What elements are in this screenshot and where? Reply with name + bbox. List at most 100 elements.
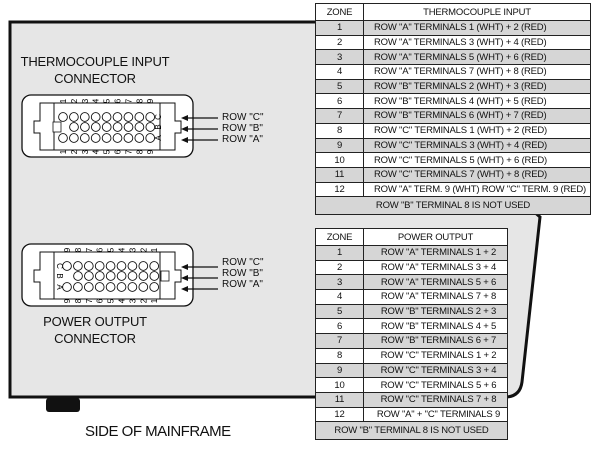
row-letter: B [55, 273, 64, 278]
pin-hole [101, 112, 112, 122]
mainframe-label: SIDE OF MAINFRAME [85, 423, 231, 440]
pin-number: 4 [92, 149, 101, 154]
arrowhead-icon [181, 126, 188, 132]
tc-row-c-label: ROW "C" [222, 112, 264, 123]
zone-cell: 4 [315, 289, 364, 305]
table-footer: ROW "B" TERMINAL 8 IS NOT USED [315, 421, 508, 441]
pin-hole [123, 112, 134, 122]
pin-number: 1 [59, 98, 68, 103]
column-header: ZONE [315, 228, 364, 246]
terminal-cell: ROW "A" TERMINALS 3 (WHT) + 4 (RED) [363, 34, 591, 51]
pin-number: 8 [74, 247, 83, 252]
zone-cell: 2 [315, 34, 364, 51]
pin-hole [134, 133, 145, 143]
terminal-cell: ROW "C" TERMINALS 3 + 4 [363, 362, 508, 379]
zone-cell: 11 [315, 391, 364, 408]
pin-number: 2 [139, 298, 148, 303]
pin-hole [94, 282, 105, 292]
title-line: POWER OUTPUT [43, 314, 147, 329]
key-slot [52, 121, 62, 133]
pin-number: 3 [128, 298, 137, 303]
pin-number: 3 [81, 149, 90, 154]
zone-cell: 5 [315, 303, 364, 320]
pin-hole [138, 282, 149, 292]
zone-cell: 10 [315, 377, 364, 393]
pin-number: 6 [114, 149, 123, 154]
zone-cell: 8 [315, 347, 364, 364]
pin-hole [105, 282, 116, 292]
pin-hole [90, 112, 101, 122]
pin-number: 8 [135, 98, 144, 103]
po-row-a-label: ROW "A" [222, 279, 263, 290]
pin-hole [90, 122, 101, 132]
thermocouple-connector-title: THERMOCOUPLE INPUT CONNECTOR [10, 53, 180, 87]
pin-hole [116, 271, 127, 281]
pin-number: 9 [63, 247, 72, 252]
pin-number: 3 [128, 247, 137, 252]
pin-hole [79, 133, 90, 143]
zone-cell: 7 [315, 108, 364, 124]
pin-hole [127, 282, 138, 292]
po-row-b-label: ROW "B" [222, 268, 263, 279]
pin-number: 6 [114, 98, 123, 103]
column-header: POWER OUTPUT [363, 228, 508, 246]
zone-cell: 3 [315, 274, 364, 291]
pin-hole [62, 261, 72, 271]
pin-number: 1 [150, 247, 159, 252]
terminal-cell: ROW "A" TERM. 9 (WHT) ROW "C" TERM. 9 (R… [363, 181, 591, 198]
pin-hole [62, 282, 72, 292]
pin-hole [116, 282, 127, 292]
pin-hole [105, 261, 116, 271]
terminal-cell: ROW "C" TERMINALS 1 (WHT) + 2 (RED) [363, 122, 591, 139]
arrowhead-icon [181, 275, 188, 281]
pin-number: 3 [81, 98, 90, 103]
terminal-cell: ROW "C" TERMINALS 3 (WHT) + 4 (RED) [363, 137, 591, 154]
zone-cell: 10 [315, 152, 364, 168]
row-letter: B [154, 124, 163, 129]
mainframe-foot [46, 398, 80, 412]
terminal-cell: ROW "A" TERMINALS 1 + 2 [363, 245, 508, 261]
pin-hole [145, 122, 156, 132]
terminal-cell: ROW "C" TERMINALS 7 (WHT) + 8 (RED) [363, 166, 591, 183]
zone-cell: 8 [315, 122, 364, 139]
arrowhead-icon [181, 286, 188, 292]
terminal-cell: ROW "B" TERMINALS 2 + 3 [363, 303, 508, 320]
key-slot [160, 270, 170, 282]
pin-hole [73, 282, 83, 292]
terminal-cell: ROW "B" TERMINALS 4 (WHT) + 5 (RED) [363, 93, 591, 110]
pin-number: 9 [146, 98, 155, 103]
pin-hole [112, 112, 123, 122]
pin-number: 1 [59, 149, 68, 154]
row-letter: A [55, 284, 64, 290]
column-header: ZONE [315, 3, 364, 21]
arrowhead-icon [181, 115, 188, 121]
tc-row-b-label: ROW "B" [222, 123, 263, 134]
pin-hole [149, 271, 160, 281]
pin-hole [123, 133, 134, 143]
terminal-cell: ROW "C" TERMINALS 5 (WHT) + 6 (RED) [363, 152, 591, 168]
pin-number: 6 [96, 247, 105, 252]
row-letter: C [55, 263, 64, 269]
zone-cell: 1 [315, 20, 364, 36]
pin-hole [134, 122, 145, 132]
pin-hole [58, 112, 68, 122]
title-line: CONNECTOR [54, 331, 136, 346]
pin-hole [134, 112, 145, 122]
terminal-cell: ROW "A" TERMINALS 5 (WHT) + 6 (RED) [363, 49, 591, 66]
pin-number: 4 [118, 247, 127, 252]
